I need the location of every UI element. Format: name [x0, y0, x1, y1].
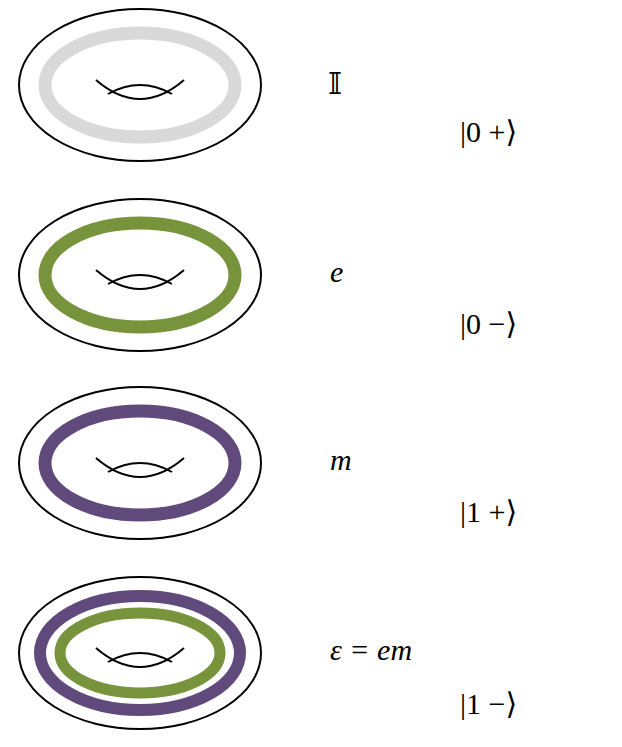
torus [19, 199, 261, 351]
anyon-label: 𝕀 [328, 66, 342, 102]
anyon-label: ε = em [330, 632, 412, 668]
anyon-label: m [330, 442, 352, 478]
ket-label: |0 −⟩ [460, 306, 517, 342]
anyon-label: e [330, 254, 343, 290]
torus [19, 577, 261, 729]
torus [19, 387, 261, 539]
ket-label: |1 +⟩ [460, 494, 517, 530]
torus [19, 9, 261, 161]
ket-label: |1 −⟩ [460, 686, 517, 722]
ket-label: |0 +⟩ [460, 114, 517, 150]
